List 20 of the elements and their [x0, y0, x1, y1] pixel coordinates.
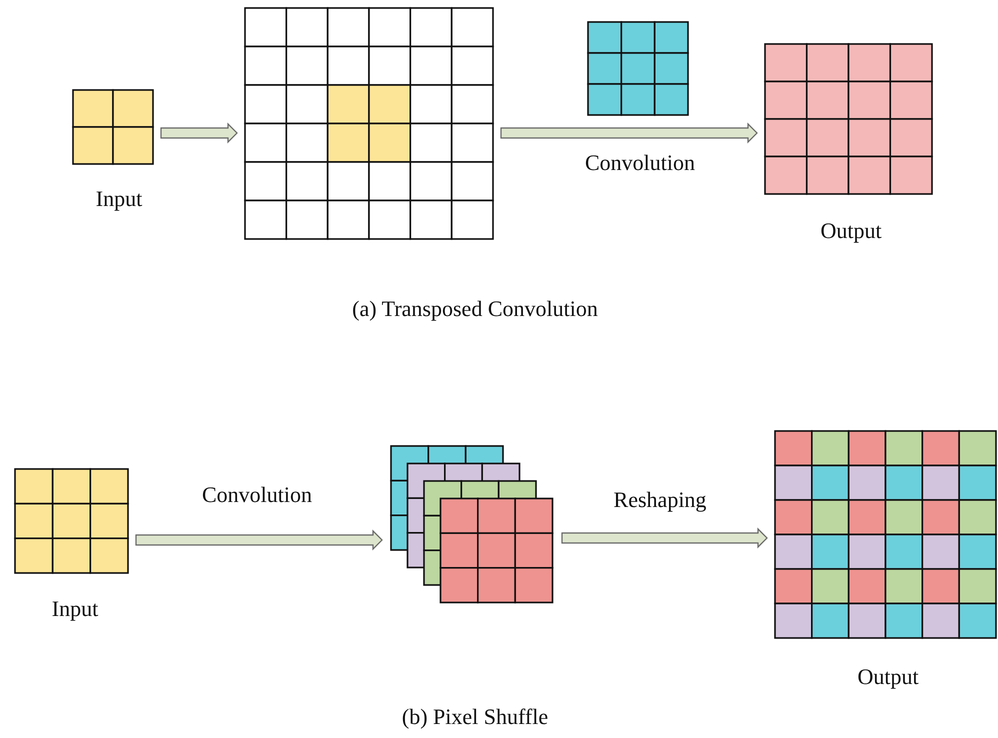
arrow [561, 528, 768, 548]
edge-label: Convolution [202, 482, 312, 508]
arrow [500, 122, 758, 144]
grid-label: Output [857, 664, 919, 690]
grid-label: Input [96, 186, 142, 212]
caption: (a) Transposed Convolution [352, 296, 598, 322]
output-grid [765, 44, 932, 194]
edge-label: Convolution [585, 150, 695, 176]
kernel-grid [588, 22, 688, 115]
feature-map-stack [390, 445, 554, 603]
grid-label: Output [820, 218, 882, 244]
arrow [135, 530, 383, 550]
caption: (b) Pixel Shuffle [402, 704, 548, 730]
arrow [160, 122, 238, 144]
input-grid [15, 469, 128, 573]
grid-label: Input [52, 596, 98, 622]
padded-grid [245, 8, 493, 239]
output-grid [775, 431, 996, 638]
edge-label: Reshaping [614, 487, 706, 513]
input-grid [73, 90, 153, 164]
